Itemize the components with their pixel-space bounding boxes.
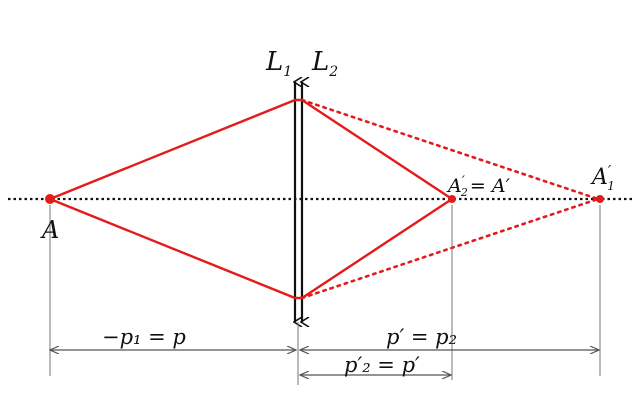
image2-label: A′2= A′ — [446, 174, 511, 199]
image1-distance-label: p′ = p₂ — [386, 325, 457, 349]
ray-bundle — [49, 98, 453, 300]
image-point-a1 — [596, 195, 604, 203]
lens-l1-label: L1 — [265, 47, 292, 80]
ray-upper-dotted — [300, 98, 600, 201]
ray-lower-dotted — [300, 197, 600, 300]
image-point-a2 — [448, 195, 456, 203]
ray-upper-solid — [49, 98, 453, 201]
ray-virtual — [300, 98, 600, 300]
image1-label: A′1 — [590, 162, 615, 193]
object-distance-label: −p₁ = p — [102, 325, 186, 349]
image2-distance-label: p′₂ = p′ — [344, 353, 420, 377]
object-label: A — [40, 216, 59, 244]
ray-lower-solid — [49, 197, 453, 300]
object-point-a — [45, 194, 55, 204]
lens-l2-label: L2 — [311, 47, 338, 80]
